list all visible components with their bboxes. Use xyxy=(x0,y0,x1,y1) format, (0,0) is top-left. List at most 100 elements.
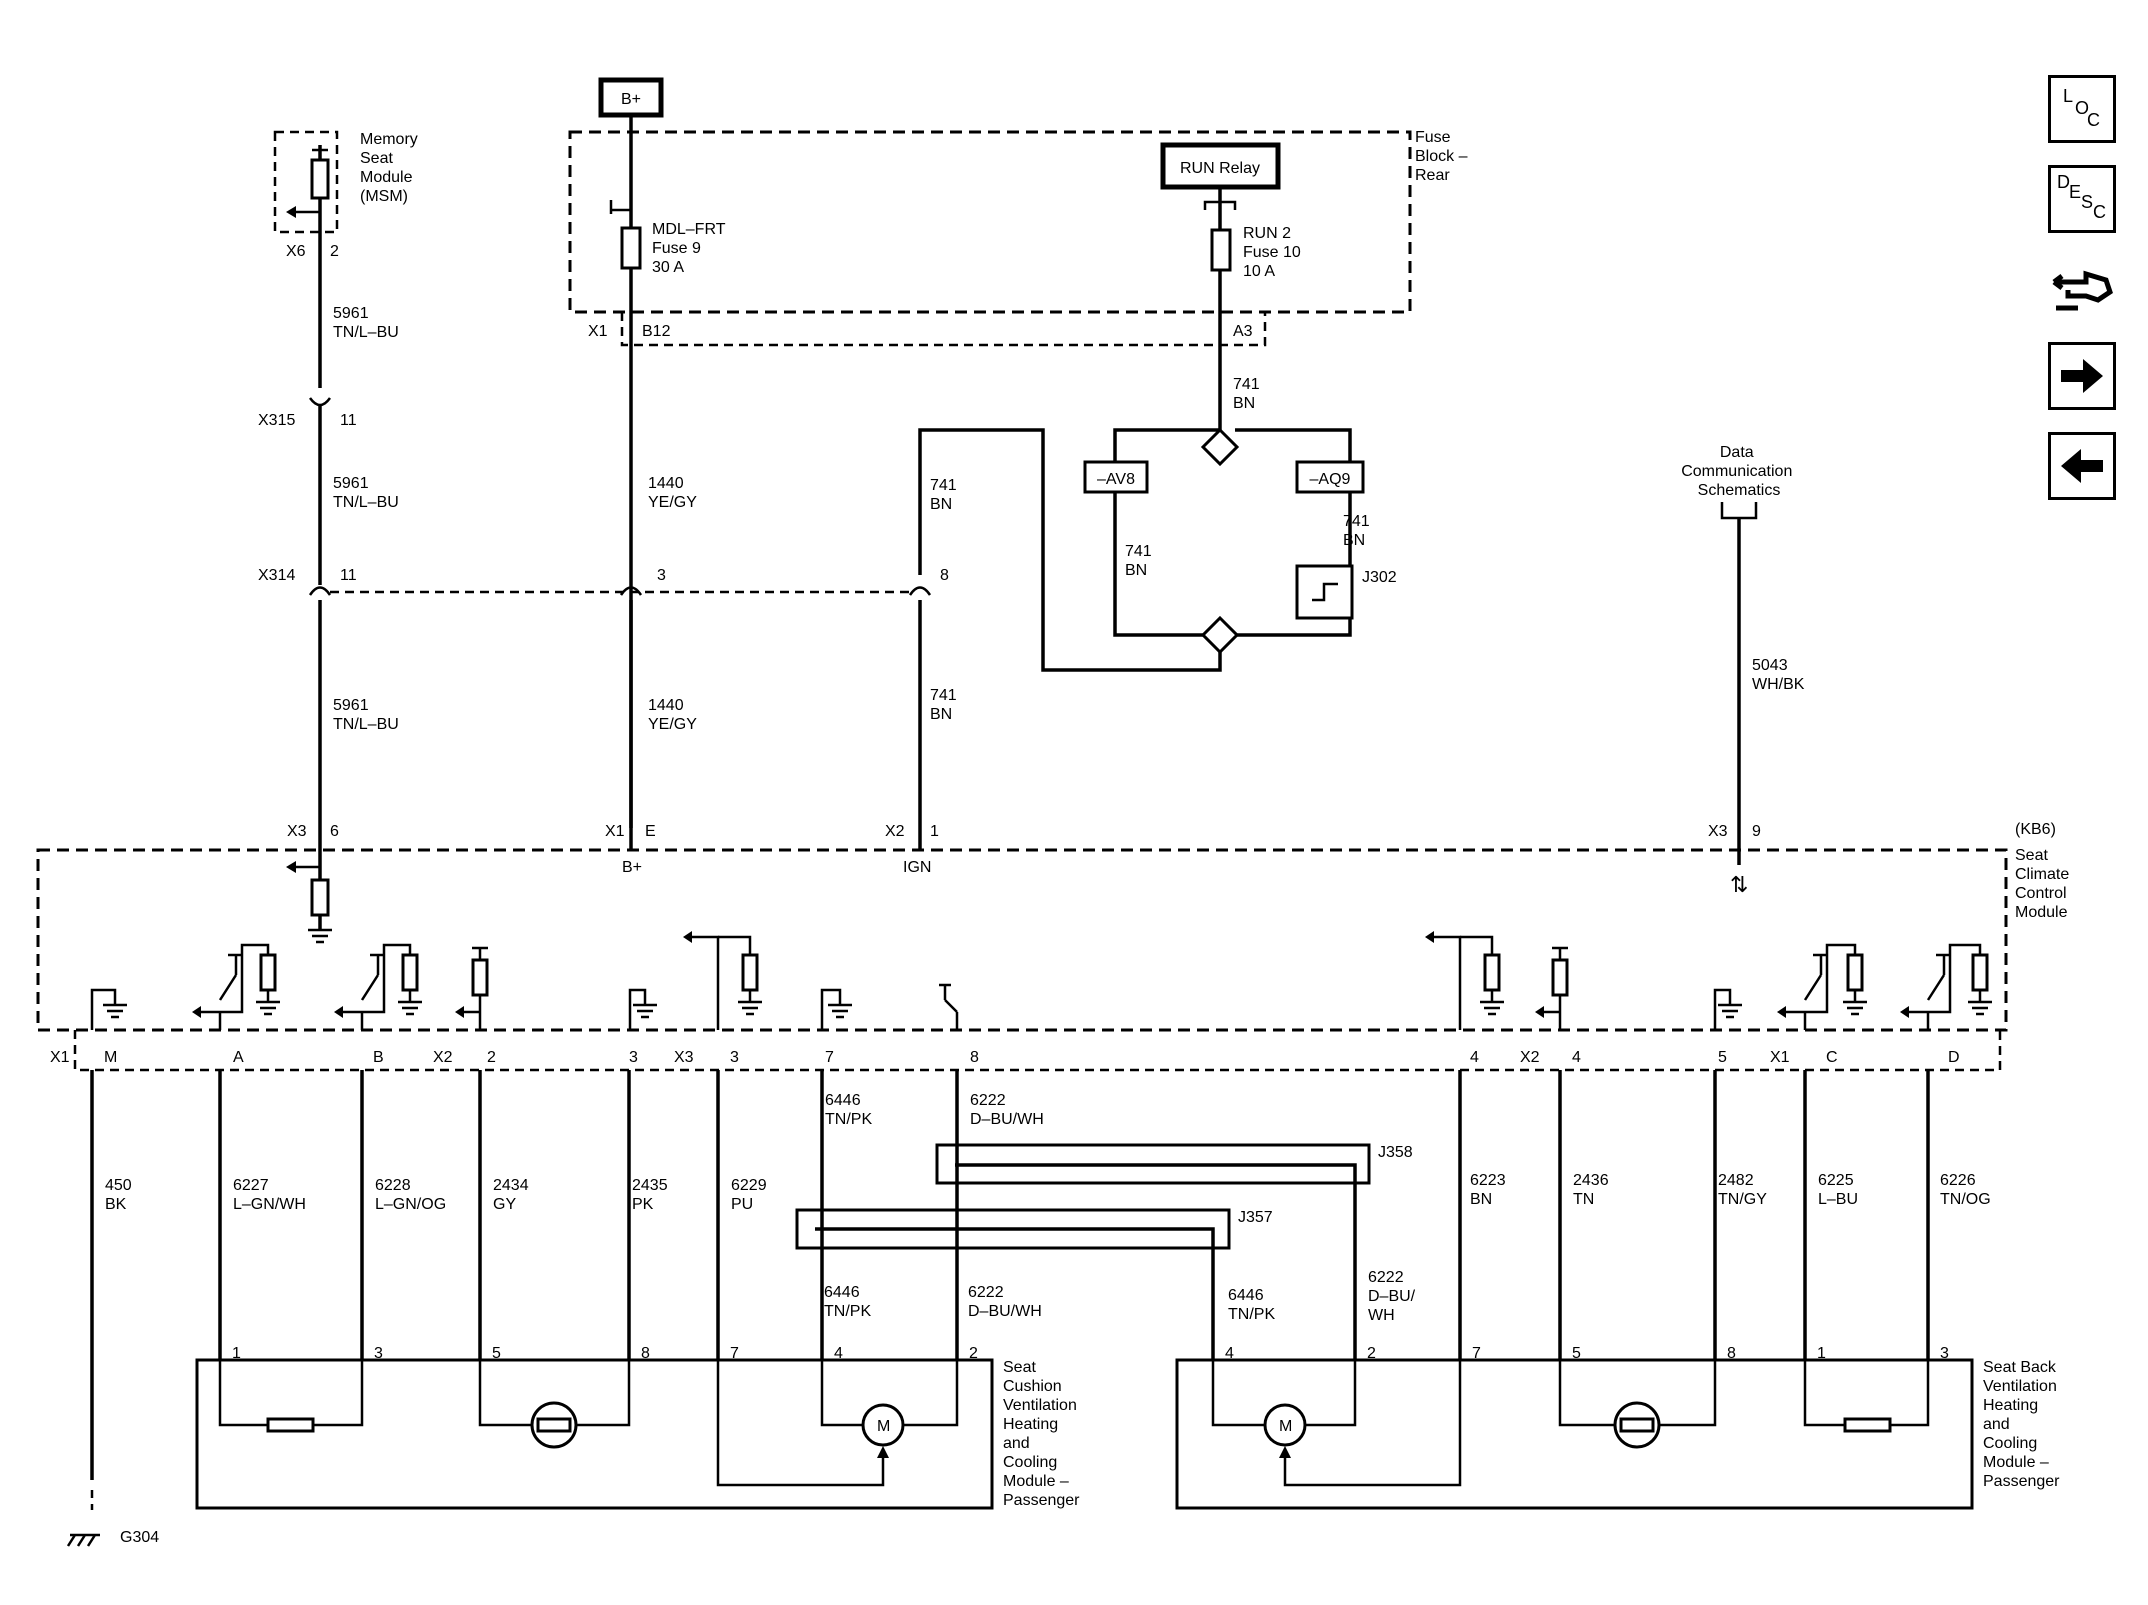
x1-module-label: X1 xyxy=(605,823,625,840)
ground-symbol xyxy=(103,1003,127,1019)
output-arrow xyxy=(1535,1006,1544,1018)
splice-loop-left xyxy=(1113,428,1220,637)
svg-text:O: O xyxy=(2075,98,2089,118)
lc-c1-pin-m: M xyxy=(104,1049,117,1066)
aq9-label: –AQ9 xyxy=(1310,471,1351,488)
switch-symbol xyxy=(1926,953,1950,1001)
desc-button[interactable]: D E S C xyxy=(2048,165,2116,233)
output-arrow xyxy=(683,931,692,943)
lc-c4: X2 xyxy=(1520,1049,1540,1066)
ground-symbol xyxy=(633,1003,657,1019)
data-communication-label: Data Communication Schematics xyxy=(1681,444,1797,499)
back-motor-feedback xyxy=(1283,1360,1462,1487)
wire-741-label-c: 741 BN xyxy=(1125,543,1156,579)
feedback-lead xyxy=(690,935,720,1030)
lc-c5-pin-d: D xyxy=(1948,1049,1960,1066)
pulldown-resistor xyxy=(1971,953,1989,992)
switch-8 xyxy=(939,983,959,1030)
x3-6-ground xyxy=(308,928,332,944)
lower-connector-outline xyxy=(73,1030,2002,1072)
pullup-resistor xyxy=(471,958,489,997)
wire-6222-label-a: 6222 D–BU/WH xyxy=(968,1284,1042,1320)
cushion-heater-loop xyxy=(218,1360,364,1427)
lc-c2-pin-3: 3 xyxy=(629,1049,638,1066)
wire-741-label-a: 741 BN xyxy=(930,477,961,513)
seat-back-module-label: Seat Back Ventilation Heating and Coolin… xyxy=(1983,1359,2061,1490)
j357-jumper xyxy=(795,1208,1231,1250)
x314-pin-11 xyxy=(308,586,332,596)
x314-pin-label-8: 8 xyxy=(940,567,949,584)
cushion-pin-label: 5 xyxy=(492,1345,501,1362)
wire-741-label-e: 741 BN xyxy=(1233,376,1264,412)
switch-feedback xyxy=(1928,943,1982,1014)
x2-label: X2 xyxy=(885,823,905,840)
x314-label: X314 xyxy=(258,567,295,584)
cushion-pin-label: 2 xyxy=(969,1345,978,1362)
ground-symbol xyxy=(1480,1000,1504,1016)
fuse-block-rear xyxy=(568,130,1412,314)
lc-c4-pin-4: 4 xyxy=(1572,1049,1581,1066)
pullup-resistor xyxy=(1551,958,1569,997)
back-heater-loop xyxy=(1803,1360,1930,1427)
lc-c2: X2 xyxy=(433,1049,453,1066)
cushion-motor-label: M xyxy=(877,1418,890,1435)
ground-stub xyxy=(90,988,117,1030)
fuse-9-label: MDL–FRT Fuse 9 30 A xyxy=(652,221,730,276)
svg-text:L: L xyxy=(2063,86,2073,106)
ground-symbol xyxy=(398,1000,422,1016)
back-button[interactable] xyxy=(2048,432,2116,500)
resistor-tap xyxy=(1460,935,1494,955)
switch-feedback xyxy=(362,943,412,1014)
svg-text:D: D xyxy=(2057,172,2070,192)
msm-pullup-resistor xyxy=(310,158,330,200)
lc-c2-pin-2: 2 xyxy=(487,1049,496,1066)
back-motor-arrow xyxy=(1279,1446,1291,1458)
wire-6446-label-b: 6446 TN/PK xyxy=(1228,1287,1275,1323)
ground-symbol xyxy=(1718,1003,1742,1019)
cushion-motor-feedback xyxy=(716,1360,885,1487)
cushion-sensor-element xyxy=(536,1417,572,1433)
cushion-pin-label: 3 xyxy=(374,1345,383,1362)
cushion-pin-label: 1 xyxy=(232,1345,241,1362)
run-relay-label: RUN Relay xyxy=(1180,160,1260,177)
cushion-pin-label: 4 xyxy=(834,1345,843,1362)
connector-view-button[interactable] xyxy=(2048,252,2116,320)
next-button[interactable] xyxy=(2048,342,2116,410)
back-pin-label: 5 xyxy=(1572,1345,1581,1362)
svg-text:E: E xyxy=(2069,182,2081,202)
av8-label: –AV8 xyxy=(1097,471,1135,488)
wire-1440-label-b: 1440 YE/GY xyxy=(648,697,697,733)
j302-symbol xyxy=(1312,582,1338,602)
svg-text:S: S xyxy=(2081,192,2093,212)
back-motor-label: M xyxy=(1279,1418,1292,1435)
splice-loop-bottom xyxy=(1235,620,1352,637)
lc-c4-pin-5: 5 xyxy=(1718,1049,1727,1066)
x3-pin-6: 6 xyxy=(330,823,339,840)
ground-stub xyxy=(820,988,842,1030)
back-motor xyxy=(1263,1403,1307,1447)
data-bidirectional-arrows: ⇅ xyxy=(1730,872,1748,897)
loc-button[interactable]: L O C xyxy=(2048,75,2116,143)
cushion-motor-leads xyxy=(820,1360,959,1427)
switch-symbol xyxy=(360,953,384,1001)
lc-c1-pin-a: A xyxy=(233,1049,244,1066)
cushion-motor xyxy=(861,1403,905,1447)
x1-pin-e: E xyxy=(645,823,656,840)
back-pin-label: 1 xyxy=(1817,1345,1826,1362)
x315-pin: 11 xyxy=(340,412,357,429)
svg-text:C: C xyxy=(2087,110,2100,130)
desc-icon: D E S C xyxy=(2057,172,2106,222)
wire-741-label-d: 741 BN xyxy=(1343,513,1374,549)
connector-hand-icon xyxy=(2052,270,2113,311)
pulldown-resistor xyxy=(741,953,759,992)
a3-pin: A3 xyxy=(1233,323,1253,340)
feedback-lead xyxy=(1432,935,1462,1030)
seat-back-module xyxy=(1175,1358,1974,1510)
